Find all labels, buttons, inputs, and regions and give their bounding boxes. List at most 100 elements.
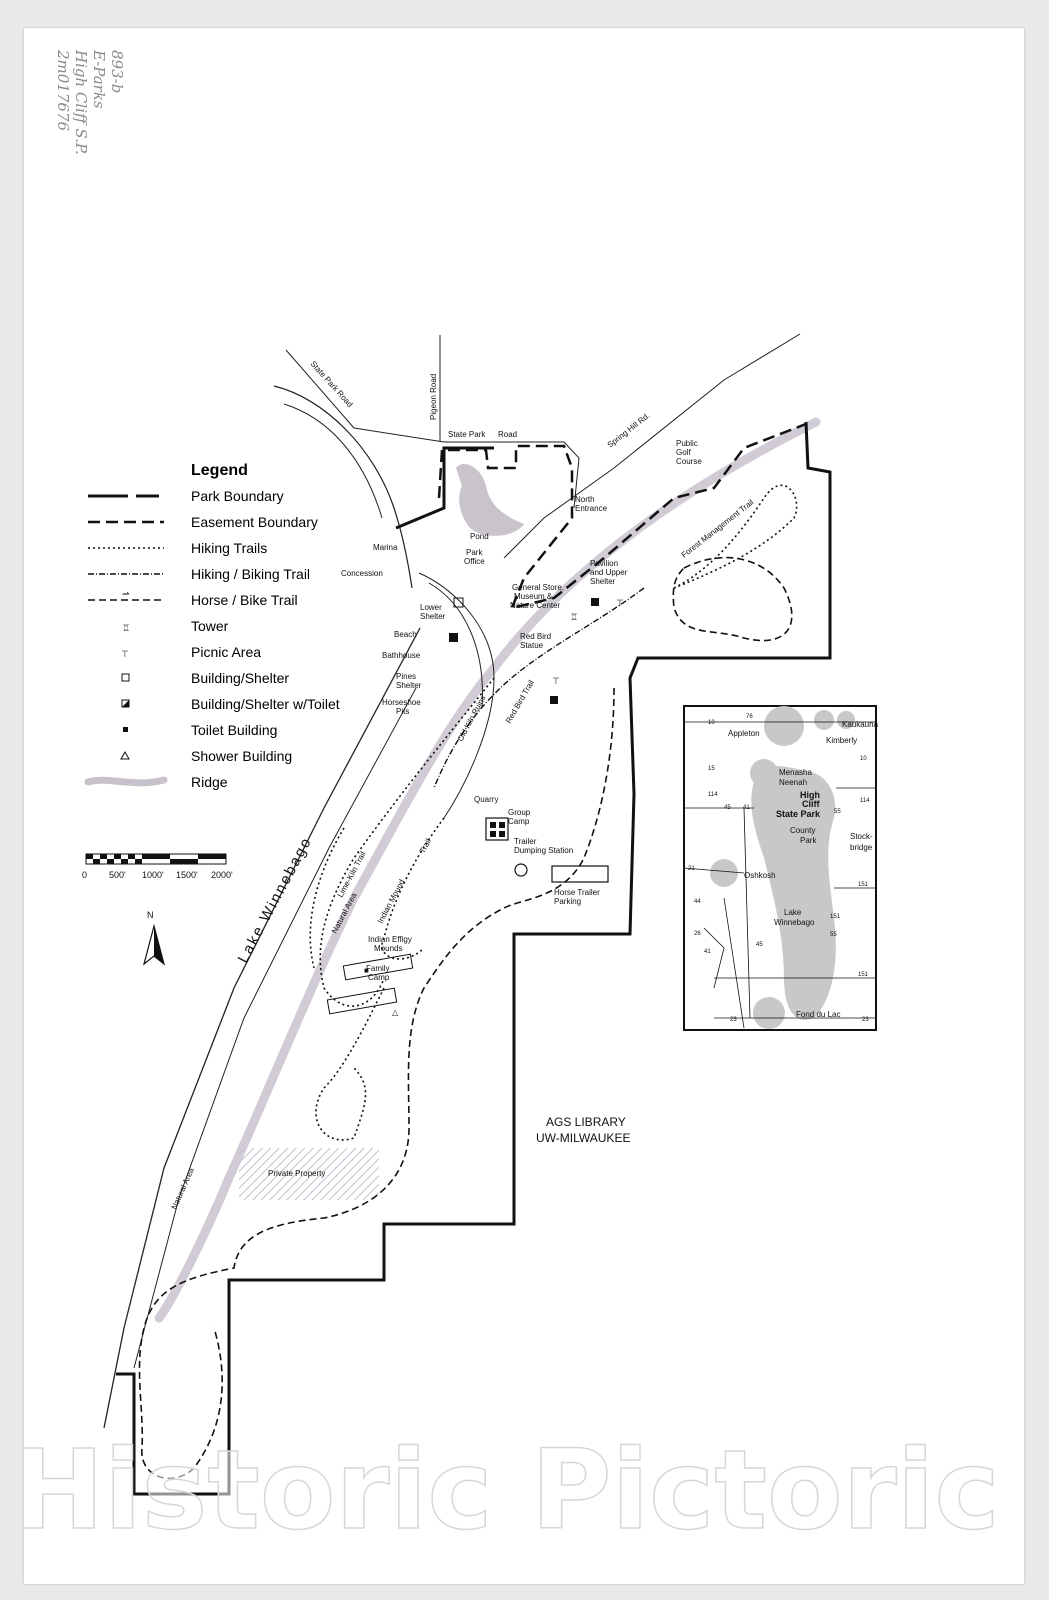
- legend-item: Shower Building: [120, 748, 292, 764]
- inset-map: Appleton Kaukauna Kimberly Menasha Neena…: [683, 705, 879, 1031]
- place-label: Red Bird: [520, 632, 551, 641]
- place-label: Pits: [396, 707, 409, 716]
- svg-text:⇀: ⇀: [122, 589, 130, 599]
- highway-shield: 41: [743, 805, 750, 811]
- highway-shield: 15: [708, 766, 715, 772]
- town-label: Stock-: [850, 832, 873, 841]
- highway-shield: 76: [746, 714, 753, 720]
- place-label: Shelter: [396, 681, 422, 690]
- easement-boundary: [437, 422, 807, 610]
- highway-shield: 151: [858, 972, 869, 978]
- place-label: Camp: [508, 817, 530, 826]
- handwritten-note: 2m017676: [54, 49, 72, 131]
- library-stamp-line: AGS LIBRARY: [546, 1115, 626, 1129]
- building-icon: [453, 597, 464, 608]
- highway-shield: 21: [688, 866, 695, 872]
- road-label: State Park: [448, 430, 486, 439]
- legend-label: Park Boundary: [191, 488, 284, 504]
- legend-label: Ridge: [191, 774, 228, 790]
- scale-tick-label: 0: [82, 870, 87, 880]
- trail-label: Red Bird Trail: [504, 678, 536, 725]
- handwritten-note: 893-b: [108, 50, 126, 93]
- inset-roads: [683, 721, 876, 1029]
- place-label: Golf: [676, 448, 691, 457]
- north-label: N: [147, 910, 154, 920]
- place-label: Private Property: [268, 1169, 325, 1178]
- place-label: Trailer: [514, 837, 537, 846]
- place-label: Group: [508, 808, 531, 817]
- legend-label: Horse / Bike Trail: [191, 592, 298, 608]
- shoreline: [103, 627, 421, 1429]
- legend-label: Hiking / Biking Trail: [191, 566, 310, 582]
- place-label: Mounds: [374, 944, 402, 953]
- legend-item: Building/Shelter: [121, 670, 289, 686]
- legend-label: Picnic Area: [191, 644, 261, 660]
- tower-icon: ♖: [122, 623, 130, 633]
- highway-shield: 55: [834, 809, 841, 815]
- tower-icon: ♖: [570, 612, 578, 622]
- legend-item: Park Boundary: [88, 488, 284, 504]
- place-label: Dumping Station: [514, 846, 573, 855]
- legend-label: Building/Shelter: [191, 670, 289, 686]
- highway-shield: 151: [858, 882, 869, 888]
- ridge-swatch: [84, 776, 168, 787]
- town-label: Park: [800, 836, 817, 845]
- town-label: Lake: [784, 908, 802, 917]
- place-label: Marina: [373, 543, 398, 552]
- building-toilet-icon: [591, 598, 599, 606]
- place-label: Pines: [396, 672, 416, 681]
- picnic-icon: ⊤: [121, 649, 129, 659]
- town-label: Winnebago: [774, 918, 815, 927]
- legend-item: Toilet Building: [123, 722, 277, 738]
- trail-label: Forest Management Trail: [680, 498, 756, 560]
- pond: [456, 464, 524, 536]
- place-label: Parking: [554, 897, 581, 906]
- highway-shield: 45: [724, 805, 731, 811]
- highway-shield: 26: [694, 931, 701, 937]
- place-label: Natural Area: [170, 1166, 197, 1211]
- inset-park-label: Cliff: [802, 799, 820, 809]
- place-label: Statue: [520, 641, 544, 650]
- town-label: Kimberly: [826, 736, 857, 745]
- legend-label: Easement Boundary: [191, 514, 318, 530]
- scale-tick-label: 2000': [211, 870, 233, 880]
- shower-icon: △: [392, 1008, 399, 1017]
- place-label: General Store,: [512, 583, 564, 592]
- legend: Legend Park Boundary Easement Boundary H…: [84, 462, 340, 790]
- scale-tick-label: 1500': [176, 870, 198, 880]
- place-label: Bathhouse: [382, 651, 421, 660]
- park-boundary: [116, 421, 832, 1496]
- highway-shield: 23: [862, 1017, 869, 1023]
- scale-tick-label: 1000': [142, 870, 164, 880]
- road-labels: State Park Road Pigeon Road State Park R…: [309, 359, 652, 449]
- highway-shield: 10: [860, 756, 867, 762]
- place-label: Camp: [368, 973, 390, 982]
- place-label: Museum &: [514, 592, 553, 601]
- legend-title: Legend: [191, 462, 248, 479]
- place-label: Park: [466, 548, 483, 557]
- inset-highway-shields: 10 76 10 15 114 45 41 114 21 44 26 41 15…: [688, 714, 870, 1023]
- place-label: Pavilion: [590, 559, 618, 568]
- place-label: Family: [366, 964, 390, 973]
- private-property-area: [239, 1148, 379, 1200]
- legend-item: Ridge: [84, 774, 228, 790]
- legend-item: Building/Shelter w/Toilet: [121, 696, 340, 712]
- highway-shield: 55: [830, 932, 837, 938]
- place-label: Concession: [341, 569, 383, 578]
- place-label: Office: [464, 557, 485, 566]
- town-label: Oshkosh: [744, 871, 776, 880]
- place-label: and Upper: [590, 568, 628, 577]
- highway-shield: 10: [708, 720, 715, 726]
- place-label: Beach: [394, 630, 417, 639]
- map-sheet: 893-b E-Parks High Cliff S.P. 2m017676: [24, 28, 1024, 1584]
- town-label: County: [790, 826, 815, 835]
- place-label: Quarry: [474, 795, 498, 804]
- park-map: 893-b E-Parks High Cliff S.P. 2m017676: [24, 49, 1024, 1555]
- place-label: Shelter: [420, 612, 446, 621]
- hiking-biking-trail: [433, 587, 645, 789]
- inset-labels: Appleton Kaukauna Kimberly Menasha Neena…: [728, 720, 879, 1019]
- handwritten-note: High Cliff S.P.: [72, 49, 90, 155]
- inset-park-label: State Park: [776, 809, 821, 819]
- town-label: Menasha: [779, 768, 812, 777]
- legend-label: Tower: [191, 618, 229, 634]
